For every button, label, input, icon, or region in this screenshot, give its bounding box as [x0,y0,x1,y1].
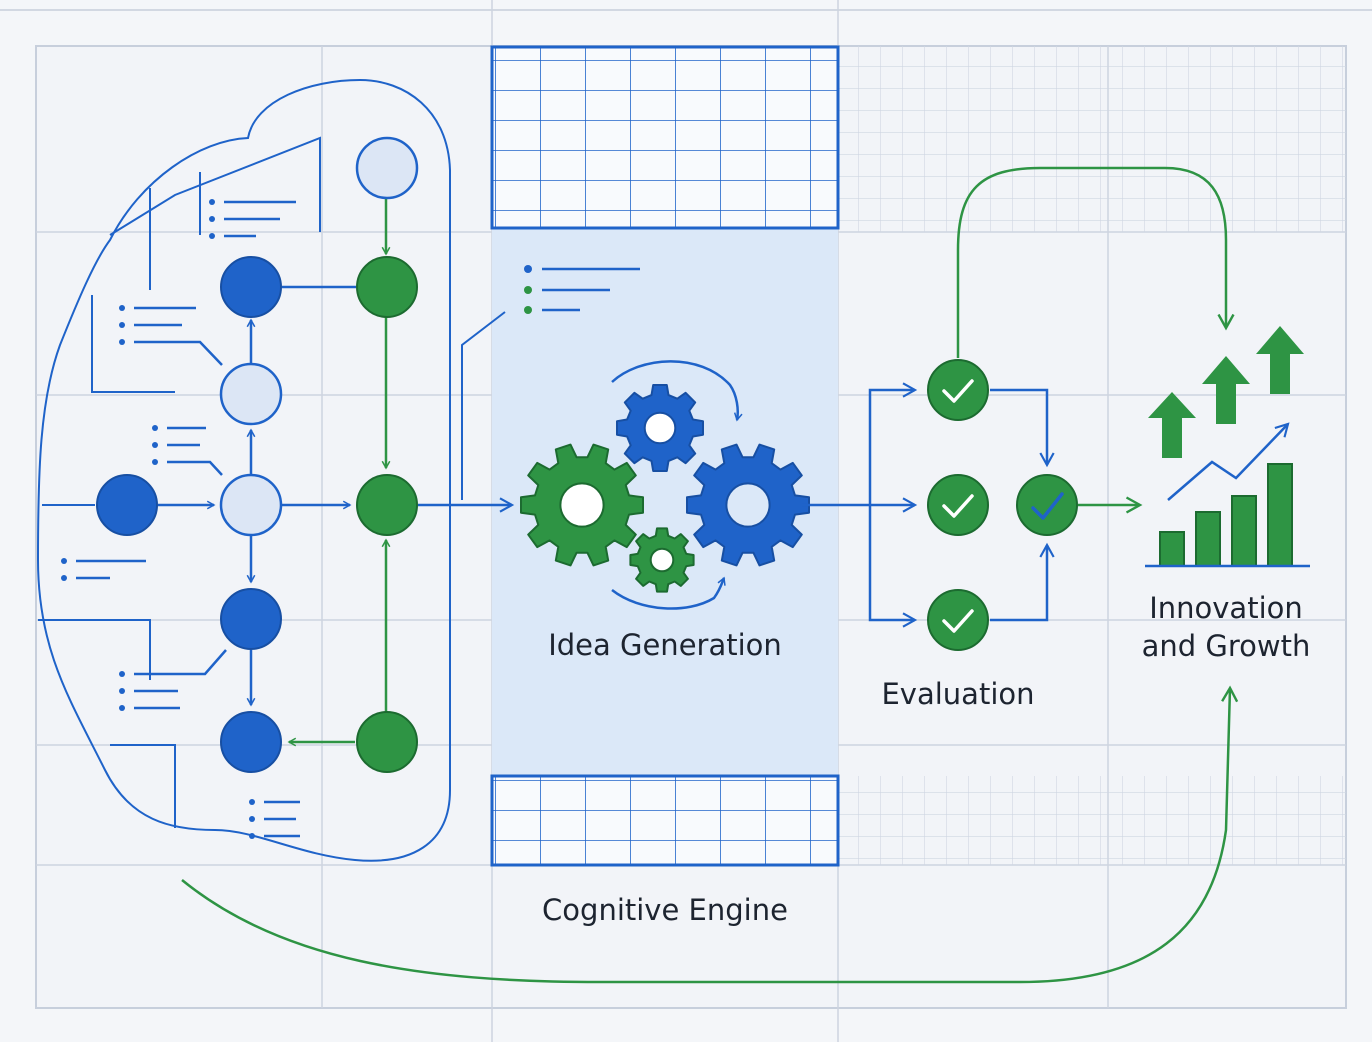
up-arrow-icon [1148,326,1304,458]
green-node [356,256,418,318]
evaluation-label: Evaluation [881,677,1035,711]
list-icon [61,558,146,581]
rotation-arrows [611,360,738,610]
gear-cluster [520,384,810,593]
blue-node [96,474,158,536]
gear-icon [616,384,704,472]
blue-node [220,711,282,773]
list-icon [249,799,300,839]
list-icon [119,305,223,366]
check-icon [927,589,989,651]
cognitive-engine-label: Cognitive Engine [542,893,788,927]
check-icon [927,474,989,536]
check-icon [1016,474,1078,536]
bar-chart-icon [1145,422,1310,568]
list-icon [524,265,640,314]
list-icon [119,649,227,711]
list-icon [209,199,296,239]
brain-outline [36,78,506,862]
green-node [356,474,418,536]
gear-icon [686,443,810,567]
blue-node [220,256,282,318]
idea-generation-label: Idea Generation [548,628,782,662]
gear-icon [520,443,644,567]
pale-node [219,473,283,537]
input-node [355,136,419,200]
network-edges [158,196,515,742]
blue-node [220,588,282,650]
check-icon [927,359,989,421]
list-icon [152,425,223,476]
innovation-label-line2: and Growth [1141,629,1311,663]
evaluation-edges [181,166,1239,984]
gear-icon [629,527,695,593]
pale-node [219,362,283,426]
green-node [356,711,418,773]
innovation-label-line1: Innovation [1149,591,1303,625]
